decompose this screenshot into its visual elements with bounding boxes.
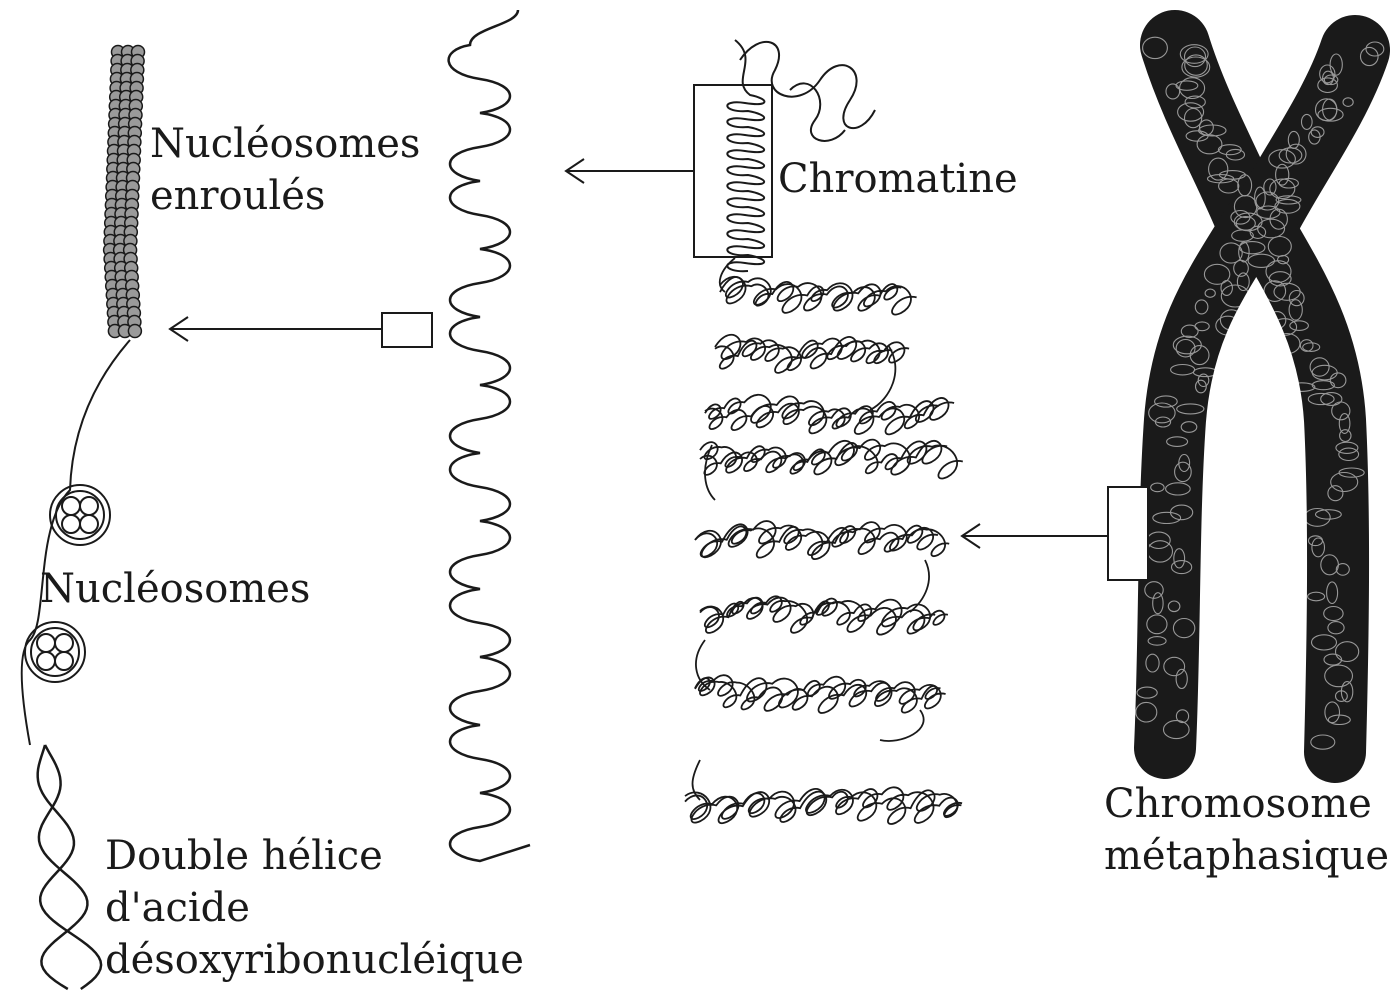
label-line: désoxyribonucléique	[105, 934, 524, 986]
label-chromatin: Chromatine	[778, 153, 1018, 205]
nucleosome-bead	[128, 325, 141, 338]
label-line: Nucléosomes	[150, 118, 420, 170]
label-line: Chromosome	[1104, 778, 1389, 830]
chromatin-loop-row	[720, 277, 917, 314]
coiled-nucleosomes-fiber	[104, 46, 145, 338]
chromatin-fiber-wave	[449, 10, 530, 861]
arrow-to-wave	[566, 159, 694, 183]
label-line: enroulés	[150, 170, 420, 222]
arrow-to-coiled	[170, 317, 382, 341]
label-nucleosomes: Nucléosomes	[40, 563, 310, 615]
nucleosome	[50, 485, 110, 545]
label-double-helix: Double hélice d'acide désoxyribonucléiqu…	[105, 830, 524, 986]
dna-double-helix	[38, 745, 101, 989]
chromatin-loop-row	[695, 526, 949, 558]
arrow-to-loops	[962, 524, 1108, 548]
label-line: métaphasique	[1104, 830, 1389, 882]
chromatin-loop-row	[700, 441, 963, 478]
metaphase-chromosome	[1136, 37, 1384, 752]
label-line: d'acide	[105, 882, 524, 934]
wave-highlight-box	[382, 313, 432, 347]
chromatin-loop-row	[685, 787, 962, 823]
label-nucleosomes-coiled: Nucléosomes enroulés	[150, 118, 420, 222]
label-metaphase-chromosome: Chromosome métaphasique	[1104, 778, 1389, 882]
chromosome-highlight-box	[1108, 487, 1148, 580]
nucleosome	[25, 622, 85, 682]
condensed-chromatin-loops	[685, 258, 963, 824]
dna-strand	[22, 340, 130, 745]
label-line: Double hélice	[105, 830, 524, 882]
chromatin-loop-row	[695, 675, 946, 713]
